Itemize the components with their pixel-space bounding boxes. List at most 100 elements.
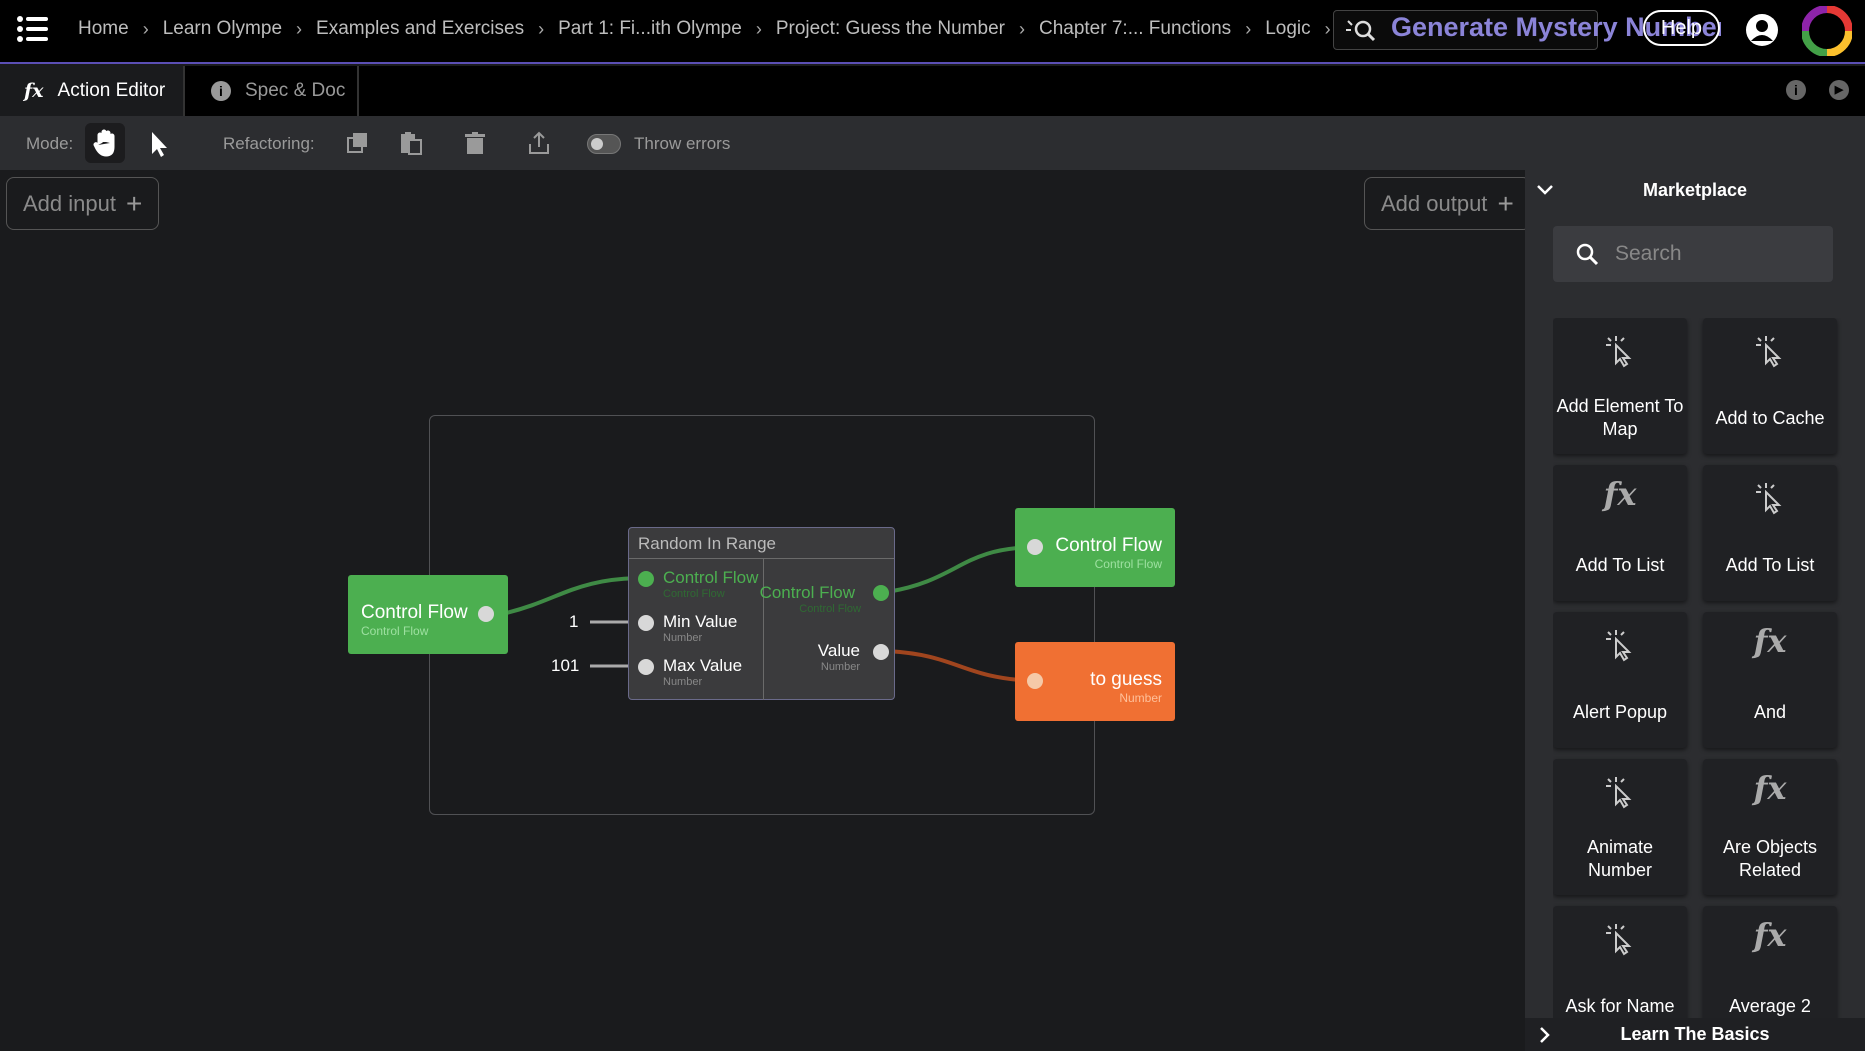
add-input-button[interactable]: Add input + (6, 177, 160, 230)
throw-errors-toggle[interactable] (587, 134, 621, 154)
select-mode-button[interactable] (138, 123, 178, 163)
item-label: Are Objects Related (1722, 837, 1818, 880)
plus-icon: + (1497, 187, 1514, 219)
breadcrumb-item[interactable]: Logic (1265, 18, 1311, 39)
trash-icon[interactable] (462, 130, 488, 156)
cursor-click-icon (1756, 483, 1782, 515)
breadcrumb-item[interactable]: Part 1: Fi...ith Olympe (558, 18, 742, 39)
breadcrumb-item[interactable]: Project: Guess the Number (775, 18, 1005, 39)
marketplace-item[interactable]: fx Average 2 (1703, 906, 1837, 1018)
marketplace-item[interactable]: Add Element To Map (1553, 318, 1687, 454)
pin-type: Number (663, 632, 703, 644)
input-port[interactable] (638, 571, 654, 587)
item-label: Add To List (1575, 555, 1665, 575)
breadcrumb-item[interactable]: Learn Olympe (162, 18, 283, 39)
plus-icon: + (125, 187, 143, 219)
output-to-guess-node[interactable]: to guess Number (1015, 642, 1175, 721)
global-search-box[interactable] (1333, 10, 1598, 50)
throw-errors-label: Throw errors (634, 134, 731, 153)
user-account-icon[interactable] (1745, 13, 1779, 47)
add-output-label: Add output (1381, 190, 1488, 216)
input-port[interactable] (638, 615, 654, 631)
info-icon[interactable]: i (1786, 80, 1806, 100)
hand-icon (93, 129, 115, 157)
add-input-label: Add input (23, 190, 116, 216)
pin-type: Number (663, 676, 703, 688)
top-bar: Home › Learn Olympe › Examples and Exercis… (0, 0, 1865, 64)
marketplace-item[interactable]: fx And (1703, 612, 1837, 748)
info-icon: i (211, 81, 231, 101)
pin-label: Control Flow (759, 583, 855, 602)
tab-spec-doc[interactable]: i Spec & Doc (187, 66, 359, 116)
node-subtitle: Control Flow (1094, 557, 1162, 571)
copy-icon[interactable] (345, 130, 371, 156)
marketplace-search-input[interactable]: Search (1553, 226, 1833, 282)
page-title: Generate Mystery Number (1391, 12, 1721, 42)
editor-tab-bar: fx Action Editor i Spec & Doc i ▶ (0, 66, 1865, 116)
learn-basics-bar[interactable]: Learn The Basics (1525, 1018, 1865, 1051)
node-title: to guess (1090, 669, 1162, 690)
marketplace-item[interactable]: Animate Number (1553, 759, 1687, 895)
chevron-down-icon[interactable] (1535, 180, 1555, 200)
tab-label: Spec & Doc (245, 80, 346, 101)
tab-action-editor[interactable]: fx Action Editor (0, 66, 185, 116)
output-control-flow-node[interactable]: Control Flow Control Flow (1015, 508, 1175, 587)
pin-label: Min Value (663, 612, 738, 631)
fx-icon: fx (1753, 622, 1787, 660)
output-port[interactable] (873, 585, 889, 601)
item-label: Ask for Name (1565, 996, 1675, 1016)
paste-icon[interactable] (398, 130, 424, 156)
pin-type: Control Flow (663, 588, 725, 600)
play-icon[interactable]: ▶ (1829, 80, 1849, 100)
cursor-click-icon (1606, 777, 1632, 809)
add-output-button[interactable]: Add output + (1364, 177, 1531, 230)
input-port[interactable] (1027, 539, 1043, 555)
marketplace-item[interactable]: Alert Popup (1553, 612, 1687, 748)
item-label: Average 2 (1729, 996, 1811, 1016)
marketplace-item[interactable]: Add To List (1703, 465, 1837, 601)
breadcrumb: Home › Learn Olympe › Examples and Exercis… (78, 18, 1345, 40)
export-icon[interactable] (526, 130, 552, 156)
fx-icon: fx (1753, 916, 1787, 954)
chevron-right-icon: › (1018, 18, 1025, 39)
max-value-constant[interactable]: 101 (551, 656, 580, 675)
output-port[interactable] (478, 606, 494, 622)
chevron-right-icon: › (1324, 18, 1331, 39)
marketplace-grid: Add Element To Map Add to Cache fx Add T… (1553, 318, 1848, 1018)
output-port[interactable] (873, 644, 889, 660)
marketplace-item[interactable]: Add to Cache (1703, 318, 1837, 454)
node-title: Random In Range (629, 528, 894, 559)
chevron-right-icon: › (538, 18, 545, 39)
random-in-range-node[interactable]: Random In Range Control Flow Control Flo… (628, 527, 895, 700)
mode-label: Mode: (26, 134, 74, 153)
help-button[interactable]: Help (1643, 10, 1720, 46)
breadcrumb-item[interactable]: Examples and Exercises (316, 18, 525, 39)
item-label: Animate Number (1586, 837, 1654, 880)
cursor-click-icon (1756, 336, 1782, 368)
input-port[interactable] (1027, 673, 1043, 689)
input-control-flow-node[interactable]: Control Flow Control Flow (348, 575, 508, 654)
chevron-right-icon: › (142, 18, 149, 39)
node-subtitle: Control Flow (361, 624, 429, 638)
refactoring-label: Refactoring: (223, 134, 315, 153)
node-divider (763, 559, 764, 700)
item-label: Alert Popup (1572, 702, 1668, 722)
chevron-right-icon: › (296, 18, 303, 39)
menu-icon[interactable] (16, 12, 50, 46)
olympe-logo-icon (1802, 6, 1852, 56)
pin-type: Number (820, 661, 860, 673)
item-label: Add Element To Map (1556, 396, 1684, 439)
chevron-right-icon: › (1245, 18, 1252, 39)
marketplace-item[interactable]: fx Add To List (1553, 465, 1687, 601)
search-icon (1576, 243, 1599, 266)
cursor-click-icon (1606, 924, 1632, 956)
breadcrumb-item[interactable]: Chapter 7:... Functions (1038, 18, 1232, 39)
item-label: Add To List (1725, 555, 1815, 575)
input-port[interactable] (638, 659, 654, 675)
breadcrumb-item[interactable]: Home (78, 18, 129, 39)
item-label: And (1753, 702, 1787, 722)
marketplace-item[interactable]: Ask for Name (1553, 906, 1687, 1018)
marketplace-item[interactable]: fx Are Objects Related (1703, 759, 1837, 895)
min-value-constant[interactable]: 1 (569, 612, 579, 631)
hand-mode-button[interactable] (85, 123, 125, 163)
